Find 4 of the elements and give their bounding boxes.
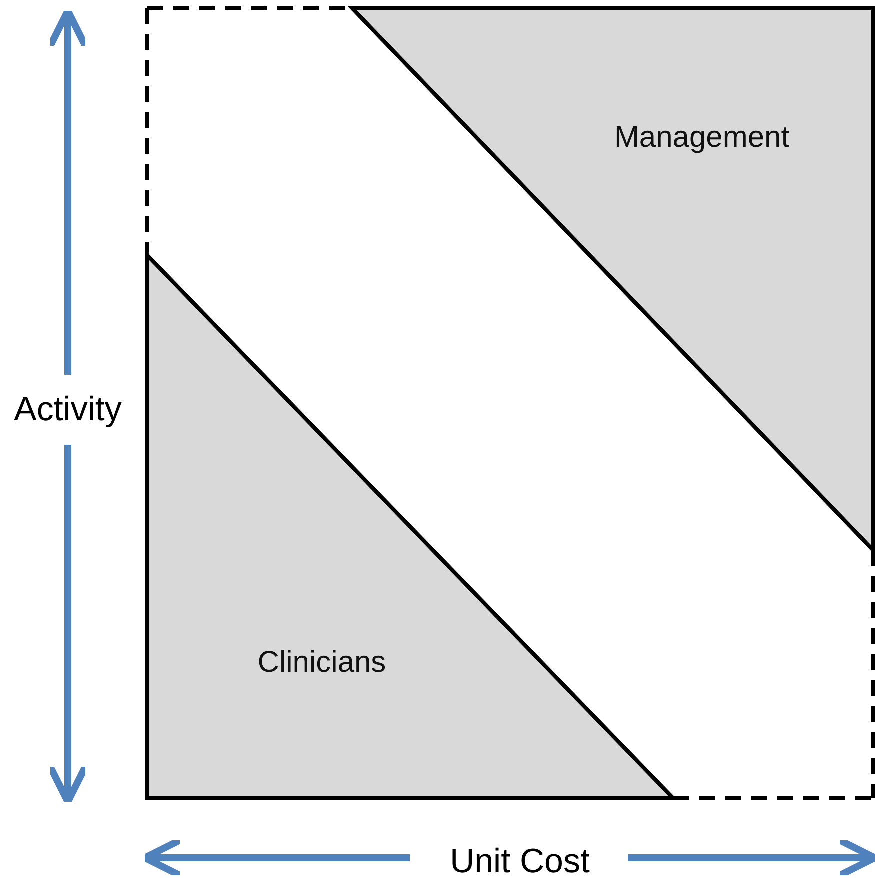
- axis-label: Activity: [14, 390, 122, 430]
- region-label: Clinicians: [258, 646, 386, 680]
- region-label: Management: [614, 121, 790, 155]
- axis-label: Unit Cost: [450, 842, 590, 878]
